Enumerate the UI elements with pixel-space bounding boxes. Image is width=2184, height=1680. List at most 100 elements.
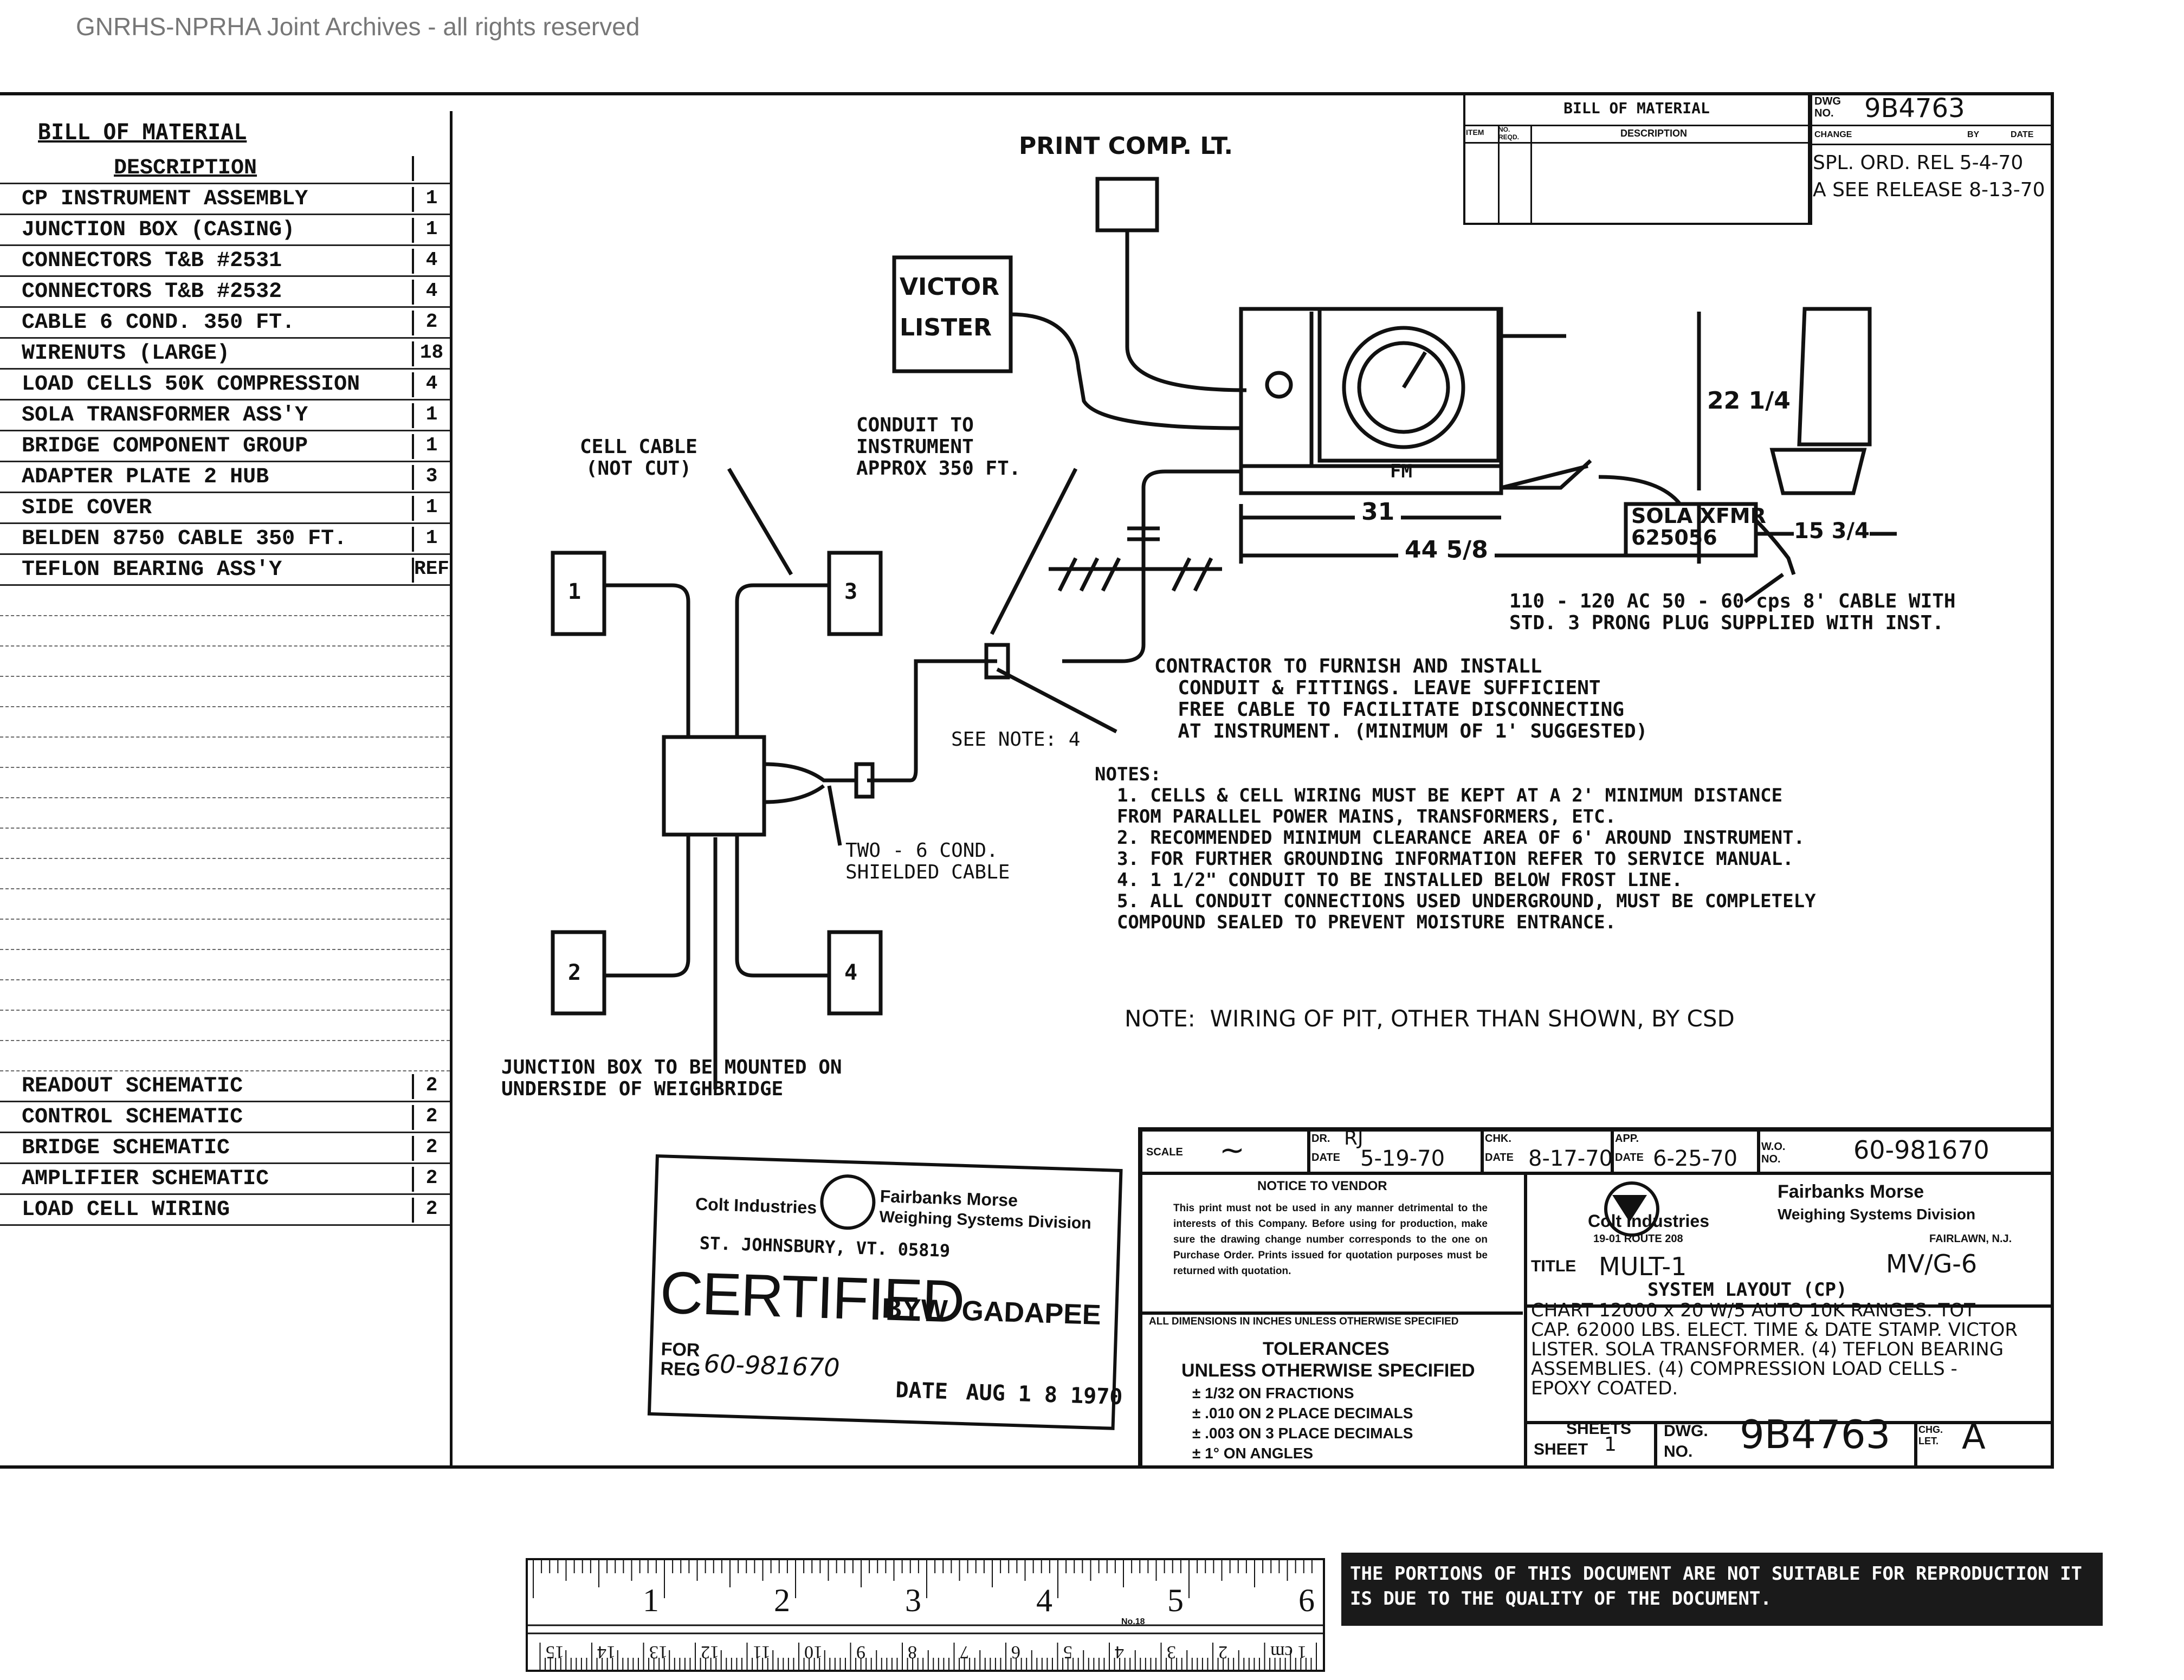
bom-item-quantity: 4 [412, 280, 449, 305]
bill-of-material: BILL OF MATERIAL DESCRIPTION CP INSTRUME… [0, 111, 453, 1469]
bom-row: WIRENUTS (LARGE) 18 [0, 339, 450, 370]
bom-row: CONNECTORS T&B #2531 4 [0, 246, 450, 277]
cell-cable-label: CELL CABLE (NOT CUT) [580, 436, 697, 480]
ruler-inch-label: 5 [1167, 1582, 1184, 1618]
dr-value: RJ [1344, 1127, 1364, 1149]
notes-list: NOTES: 1. CELLS & CELL WIRING MUST BE KE… [1095, 764, 1816, 933]
bom-item-description: AMPLIFIER SCHEMATIC [22, 1167, 269, 1191]
wo-value: 60-981670 [1853, 1135, 1989, 1165]
dwg-label: DWG. NO. [1664, 1422, 1708, 1461]
bom-item-quantity: 1 [412, 434, 449, 459]
bom-item-description: CONTROL SCHEMATIC [22, 1105, 243, 1129]
top-bom-noreqd: NO. REQD. [1498, 126, 1520, 141]
date-header: DATE [2011, 130, 2034, 139]
notice-text: This print must not be used in any manne… [1173, 1203, 1488, 1277]
title-main: MULT-1 [1599, 1252, 1687, 1281]
bom-item-quantity: 1 [412, 527, 449, 552]
bom-desc-header: DESCRIPTION [114, 156, 257, 180]
bom-row: JUNCTION BOX (CASING)1 [0, 215, 450, 246]
stamp-company-right: Fairbanks Morse [880, 1186, 1018, 1211]
stamp-division: Weighing Systems Division [879, 1208, 1092, 1233]
title-label: TITLE [1531, 1257, 1576, 1275]
cell-3-label: 3 [844, 579, 858, 604]
load-cell-1-box [551, 551, 606, 636]
print-comp-box [1095, 177, 1159, 232]
load-cell-3-box [827, 551, 883, 636]
bom-blank-row [0, 829, 450, 859]
bom-item-quantity: 2 [412, 1198, 449, 1223]
stamp-date-label: DATE [895, 1378, 948, 1405]
stamp-for-reg-label: FOR REG [660, 1339, 701, 1380]
ruler-cm-label: 14 [597, 1642, 616, 1662]
bom-item-description: JUNCTION BOX (CASING) [22, 218, 295, 242]
sheet-value: 1 [1604, 1433, 1617, 1456]
bom-blank-row [0, 768, 450, 798]
victor-label: VICTOR [900, 273, 1000, 301]
load-cell-2-box [551, 930, 606, 1016]
ruler-inch-label: 4 [1036, 1582, 1052, 1618]
bom-title: BILL OF MATERIAL [38, 120, 247, 145]
bom-item-quantity: 2 [412, 311, 449, 335]
archive-watermark: GNRHS-NPRHA Joint Archives - all rights … [76, 12, 640, 41]
bom-item-description: SOLA TRANSFORMER ASS'Y [22, 403, 308, 428]
bom-item-quantity: 1 [412, 496, 449, 521]
ruler-inch-label: 2 [774, 1582, 790, 1618]
bom-item-description: LOAD CELLS 50K COMPRESSION [22, 372, 360, 397]
bom-blank-row [0, 859, 450, 889]
bom-row: CABLE 6 COND. 350 FT.2 [0, 308, 450, 339]
ruler-cm-label: 9 [856, 1642, 865, 1662]
tol-angles: ± 1° ON ANGLES [1192, 1445, 1314, 1462]
stamp-logo-icon [819, 1173, 876, 1231]
sheet-label: SHEET [1534, 1440, 1588, 1458]
contractor-note: CONTRACTOR TO FURNISH AND INSTALL CONDUI… [1154, 655, 1648, 742]
bom-item-quantity: 18 [412, 341, 449, 366]
cell-4-label: 4 [844, 960, 858, 985]
dim-31-label: 31 [1355, 500, 1401, 524]
bom-row: AMPLIFIER SCHEMATIC 2 [0, 1164, 450, 1195]
logo-triangle-icon [1612, 1195, 1647, 1222]
ruler-inch-label: 3 [905, 1582, 921, 1618]
revision-1: SPL. ORD. REL 5-4-70 [1813, 152, 2024, 174]
ruler-inch-label: 6 [1298, 1582, 1315, 1618]
dwg-value: 9B4763 [1740, 1412, 1891, 1457]
dwg-no-label: DWG NO. [1814, 95, 1841, 119]
ruler-cm-label: 12 [701, 1642, 719, 1662]
bom-row: SOLA TRANSFORMER ASS'Y 1 [0, 400, 450, 431]
two-cond-label: TWO - 6 COND. SHIELDED CABLE [845, 839, 1010, 883]
top-bom-item: ITEM [1466, 128, 1484, 137]
bom-item-description: WIRENUTS (LARGE) [22, 341, 230, 366]
load-cell-4-box [827, 930, 883, 1016]
bom-item-quantity: 2 [412, 1167, 449, 1192]
top-bom-description: DESCRIPTION [1620, 128, 1688, 139]
title-sub: SYSTEM LAYOUT (CP) [1647, 1279, 1847, 1301]
ruler-cm-label: 4 [1115, 1642, 1124, 1662]
company-city: FAIRLAWN, N.J. [1929, 1233, 2012, 1245]
app-date: 6-25-70 [1653, 1146, 1738, 1171]
dims-note: ALL DIMENSIONS IN INCHES UNLESS OTHERWIS… [1149, 1316, 1459, 1327]
junction-box [662, 735, 766, 837]
bom-blank-row [0, 647, 450, 677]
bom-blank-row [0, 798, 450, 829]
stamp-address: ST. JOHNSBURY, VT. 05819 [699, 1232, 951, 1262]
bom-item-quantity: 4 [412, 249, 449, 274]
bom-item-quantity: 1 [412, 403, 449, 428]
fm-label: FM [1390, 461, 1412, 482]
bom-blank-row [0, 738, 450, 768]
ruler-maker: No.18 [1121, 1617, 1145, 1626]
bom-item-description: CONNECTORS T&B #2532 [22, 280, 282, 304]
pit-wiring-note: NOTE: WIRING OF PIT, OTHER THAN SHOWN, B… [1125, 1005, 1735, 1032]
stamp-company-left: Colt Industries [695, 1194, 817, 1218]
bom-item-description: CONNECTORS T&B #2531 [22, 249, 282, 273]
ruler-cm-label: 5 [1063, 1642, 1072, 1662]
chg-value: A [1962, 1417, 1986, 1457]
bom-blank-row [0, 707, 450, 738]
bom-item-quantity: 3 [412, 465, 449, 490]
